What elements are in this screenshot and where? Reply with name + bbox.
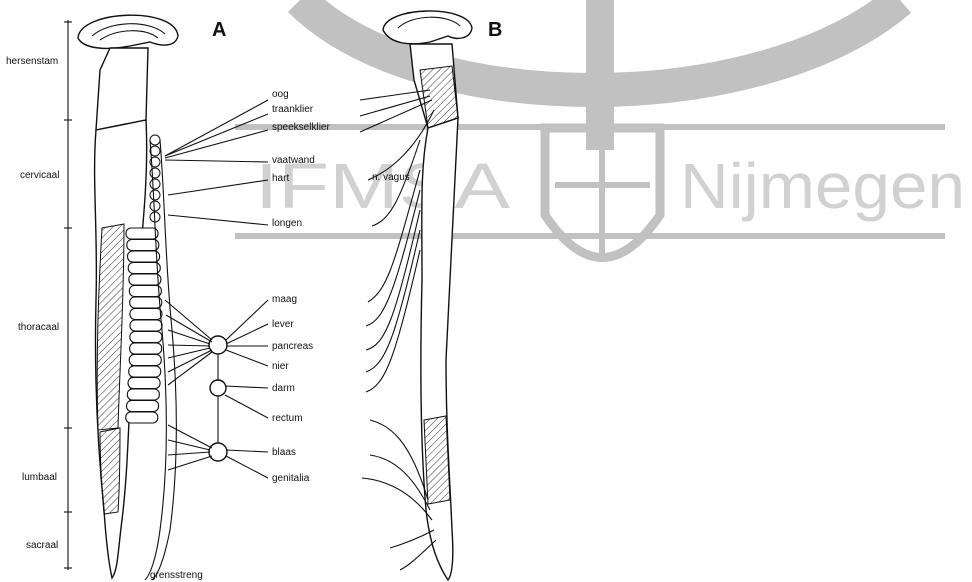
organ-lever: lever: [272, 319, 294, 330]
organ-rectum: rectum: [272, 413, 303, 424]
chain-segment: [128, 263, 160, 274]
region-brackets: [64, 20, 72, 570]
sacral-outflow: [100, 428, 120, 514]
chain-segment: [129, 366, 161, 377]
chain-segment: [127, 389, 159, 400]
region-thoracaal: thoracaal: [18, 322, 59, 333]
organ-longen: longen: [272, 218, 302, 229]
region-lumbaal: lumbaal: [22, 472, 57, 483]
chain-segment: [130, 297, 162, 308]
organ-darm: darm: [272, 383, 295, 394]
region-grensstreng: grensstreng: [150, 570, 203, 581]
chain-segment: [130, 343, 162, 354]
chain-segment: [128, 251, 160, 262]
chain-segment: [130, 332, 162, 343]
chain-segment: [129, 286, 161, 297]
chain-segment: [129, 355, 161, 366]
sacral-outflow-b: [424, 416, 450, 504]
organ-oog: oog: [272, 89, 289, 100]
organ-pancreas: pancreas: [272, 341, 313, 352]
panel-a-figure: [78, 15, 178, 578]
brainstem-a: [96, 48, 148, 130]
chain-segment: [127, 240, 159, 251]
cervical-ganglion: [150, 135, 160, 145]
region-cervicaal: cervicaal: [20, 170, 59, 181]
ganglion-mesentericum: [210, 380, 226, 396]
spinal-cord-b: [421, 118, 458, 580]
panel-label-b: B: [488, 19, 502, 41]
ganglion-coeliacum: [209, 336, 227, 354]
region-sacraal: sacraal: [26, 540, 58, 551]
organ-genitalia: genitalia: [272, 473, 310, 484]
cervical-ganglion: [150, 190, 160, 200]
chain-segment: [128, 378, 160, 389]
region-hersenstam: hersenstam: [6, 56, 58, 67]
chain-segment: [130, 320, 162, 331]
organ-vaatwand: vaatwand: [272, 155, 315, 166]
organ-nier: nier: [272, 361, 289, 372]
organ-maag: maag: [272, 294, 297, 305]
chain-segment: [127, 401, 159, 412]
ganglion-pelvic: [209, 443, 227, 461]
organ-blaas: blaas: [272, 447, 296, 458]
panel-label-a: A: [212, 19, 226, 41]
organ-traanklier: traanklier: [272, 104, 314, 115]
organ-lines-a: [165, 100, 268, 478]
brain-b-icon: [383, 11, 472, 44]
organ-n-vagus: n. vagus: [372, 172, 410, 183]
chain-segment: [126, 412, 158, 423]
chain-segment: [129, 274, 161, 285]
organ-hart: hart: [272, 173, 289, 184]
watermark: IFMSA Nijmegen: [235, 0, 965, 262]
cervical-ganglion: [150, 168, 160, 178]
chain-segment: [130, 309, 162, 320]
organ-speekselklier: speekselklier: [272, 122, 330, 133]
cervical-ganglion: [150, 201, 160, 211]
chain-segment: [126, 228, 158, 239]
cervical-ganglion: [150, 179, 160, 189]
watermark-city: Nijmegen: [680, 150, 965, 222]
